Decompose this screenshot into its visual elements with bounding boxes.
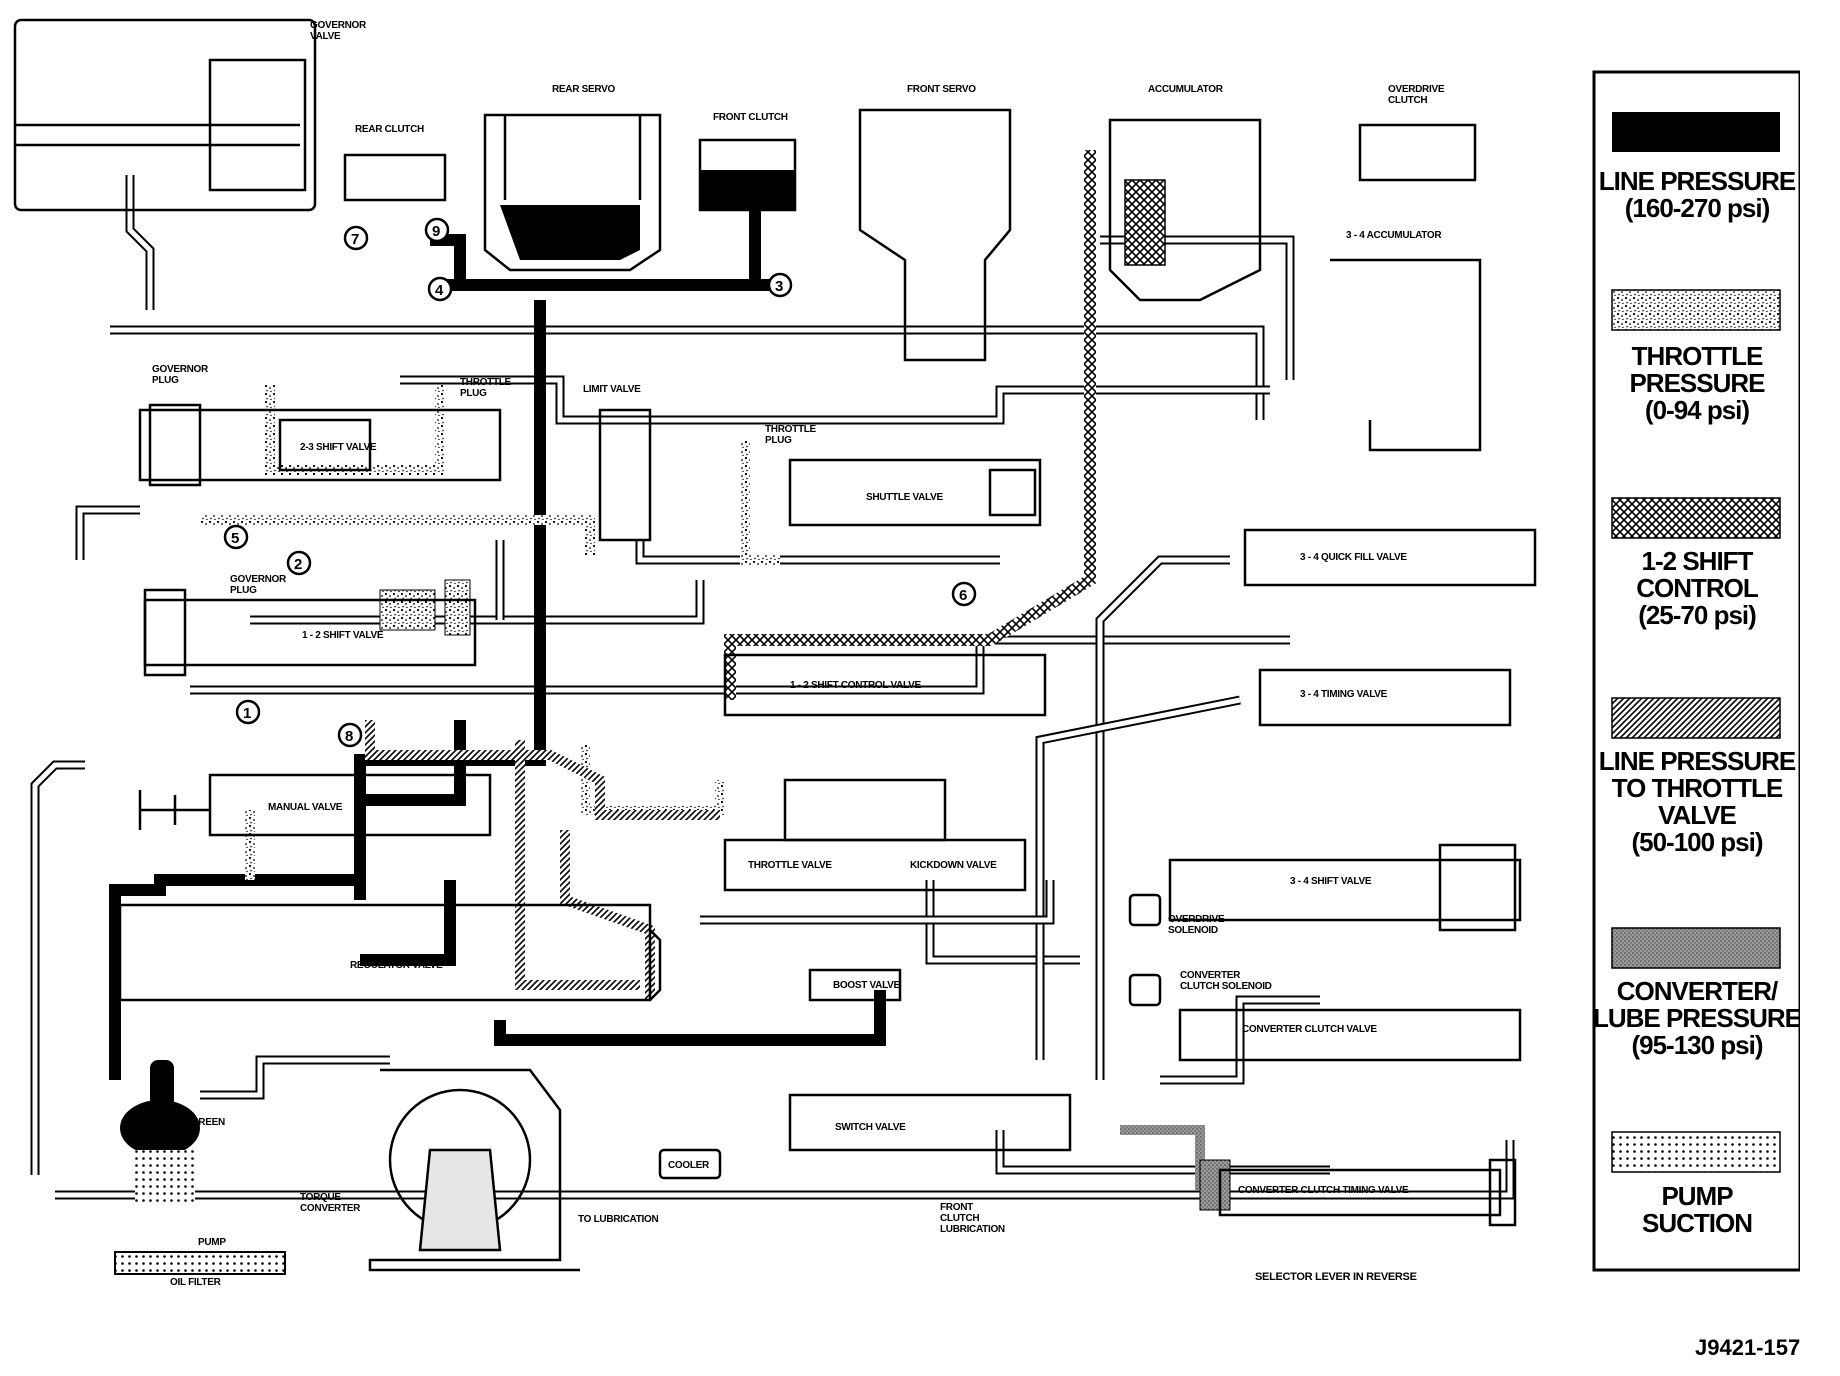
accumulator-label: ACCUMULATOR xyxy=(1148,84,1224,95)
limit-valve-label: LIMIT VALVE xyxy=(583,384,641,395)
converter-clutch-timing-valve-label: CONVERTER CLUTCH TIMING VALVE xyxy=(1238,1185,1409,1196)
pump-label: PUMP xyxy=(198,1237,226,1248)
svg-text:5: 5 xyxy=(231,530,239,547)
legend-item-converter-lube: CONVERTER/LUBE PRESSURE(95-130 psi) xyxy=(1593,927,1800,1060)
check-ball-9: 9 xyxy=(424,217,450,243)
check-ball-1: 1 xyxy=(235,699,261,725)
shift-valve-34-label: 3 - 4 SHIFT VALVE xyxy=(1290,876,1372,887)
check-ball-7: 7 xyxy=(343,225,369,251)
svg-text:7: 7 xyxy=(351,231,359,248)
to-lubrication-label: TO LUBRICATION xyxy=(578,1214,659,1225)
pump-suction-circuit xyxy=(114,1150,286,1275)
svg-text:6: 6 xyxy=(959,587,967,604)
line-pressure-circuit xyxy=(109,170,886,1156)
passage-network xyxy=(30,175,1515,1200)
svg-text:8: 8 xyxy=(345,728,353,745)
screen-label: SCREEN xyxy=(185,1117,225,1128)
check-ball-4: 4 xyxy=(427,276,453,302)
shuttle-valve-label: SHUTTLE VALVE xyxy=(866,492,943,503)
pump-suction-sump xyxy=(120,1100,200,1156)
component-outlines xyxy=(13,18,1537,1272)
legend-swatch xyxy=(1612,112,1780,152)
legend-swatch xyxy=(1611,697,1781,739)
shift-valve-23-label: 2-3 SHIFT VALVE xyxy=(300,442,377,453)
switch-valve-label: SWITCH VALVE xyxy=(835,1122,906,1133)
oil-filter-label: OIL FILTER xyxy=(170,1277,222,1288)
timing-valve-34-label: 3 - 4 TIMING VALVE xyxy=(1300,689,1388,700)
check-balls: 1 2 3 4 5 6 7 8 9 xyxy=(223,217,977,748)
shift-control-valve-12-label: 1 - 2 SHIFT CONTROL VALVE xyxy=(790,680,921,691)
legend-swatch xyxy=(1611,497,1781,539)
svg-text:4: 4 xyxy=(435,282,444,299)
manual-valve-label: MANUAL VALVE xyxy=(268,802,343,813)
converter-clutch-valve-label: CONVERTER CLUTCH VALVE xyxy=(1242,1024,1377,1035)
svg-text:1: 1 xyxy=(243,705,251,722)
front-clutch-label: FRONT CLUTCH xyxy=(713,112,788,123)
rear-servo-pressure-fill xyxy=(500,205,640,260)
shift-control-12-circuit xyxy=(724,150,1166,700)
legend-label: CONVERTER/LUBE PRESSURE(95-130 psi) xyxy=(1593,976,1800,1060)
legend-swatch xyxy=(1611,289,1781,331)
legend-swatch xyxy=(1611,1131,1781,1173)
caption: SELECTOR LEVER IN REVERSE xyxy=(1255,1271,1417,1283)
check-ball-6: 6 xyxy=(951,581,977,607)
cooler-label: COOLER xyxy=(668,1160,710,1171)
accumulator-34-label: 3 - 4 ACCUMULATOR xyxy=(1346,230,1442,241)
legend-swatch xyxy=(1611,927,1781,969)
svg-text:3: 3 xyxy=(775,278,783,295)
screen-body xyxy=(150,1060,174,1120)
legend-item-line-pressure: LINE PRESSURE(160-270 psi) xyxy=(1599,112,1797,223)
check-ball-5: 5 xyxy=(223,524,249,550)
check-ball-8: 8 xyxy=(337,722,363,748)
rear-clutch-label: REAR CLUTCH xyxy=(355,124,424,135)
rear-servo-label: REAR SERVO xyxy=(552,84,615,95)
svg-text:2: 2 xyxy=(294,556,302,573)
figure-id: J9421-157 xyxy=(1695,1335,1800,1360)
check-ball-3: 3 xyxy=(767,272,793,298)
converter-lube-circuit xyxy=(1120,1125,1231,1211)
throttle-valve-label: THROTTLE VALVE xyxy=(748,860,832,871)
front-servo-label: FRONT SERVO xyxy=(907,84,976,95)
svg-text:9: 9 xyxy=(432,223,440,240)
regulator-valve-label: REGULATOR VALVE xyxy=(350,960,443,971)
legend-label: LINE PRESSURE(160-270 psi) xyxy=(1599,166,1796,223)
quick-fill-valve-label: 3 - 4 QUICK FILL VALVE xyxy=(1300,552,1407,563)
shift-valve-12-label: 1 - 2 SHIFT VALVE xyxy=(302,630,384,641)
check-ball-2: 2 xyxy=(286,550,312,576)
boost-valve-label: BOOST VALVE xyxy=(833,980,901,991)
front-clutch-pressure-fill xyxy=(700,170,795,210)
kickdown-valve-label: KICKDOWN VALVE xyxy=(910,860,997,871)
legend-frame xyxy=(1592,70,1800,1272)
